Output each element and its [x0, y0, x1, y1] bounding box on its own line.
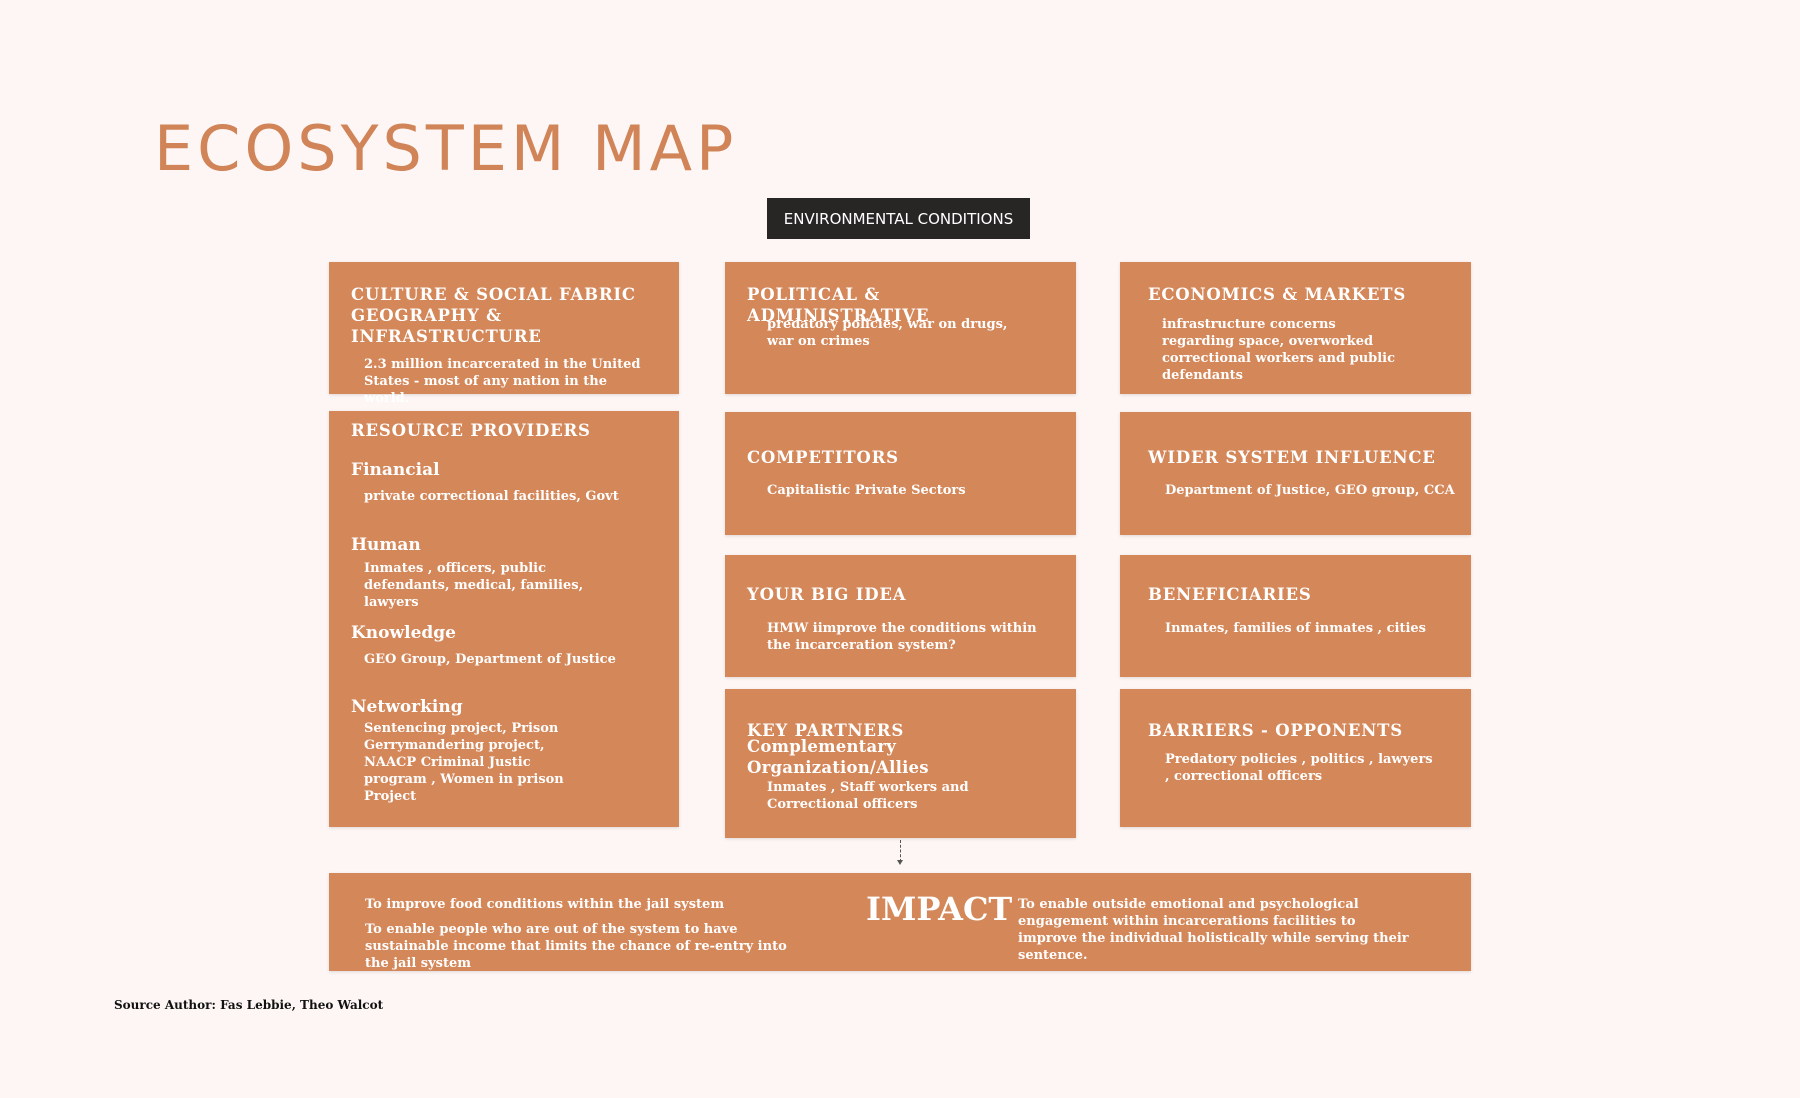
barriers-text: Predatory policies , politics , lawyers …	[1165, 752, 1433, 784]
culture-social-fabric-box: CULTURE & SOCIAL FABRIC GEOGRAPHY & INFR…	[329, 262, 679, 406]
knowledge-label: Knowledge	[351, 623, 456, 643]
competitors-box: COMPETITORS Capitalistic Private Sectors	[725, 412, 1076, 535]
beneficiaries-heading: BENEFICIARIES	[1148, 585, 1312, 604]
connector-line	[900, 840, 901, 862]
barriers-heading: BARRIERS - OPPONENTS	[1148, 721, 1403, 740]
key-partners-subheading: Complementary Organization/Allies	[747, 737, 929, 777]
networking-text: Sentencing project, Prison Gerrymanderin…	[364, 721, 564, 804]
impact-heading: IMPACT	[866, 890, 1013, 928]
beneficiaries-box: BENEFICIARIES Inmates, families of inmat…	[1120, 555, 1471, 677]
impact-box: To improve food conditions within the ja…	[329, 873, 1471, 971]
page-title: ECOSYSTEM MAP	[154, 112, 738, 185]
barriers-opponents-box: BARRIERS - OPPONENTS Predatory policies …	[1120, 689, 1471, 827]
impact-left-text-1: To improve food conditions within the ja…	[365, 897, 725, 912]
networking-label: Networking	[351, 697, 463, 717]
impact-right-text: To enable outside emotional and psycholo…	[1018, 897, 1409, 963]
culture-heading: CULTURE & SOCIAL FABRIC GEOGRAPHY & INFR…	[351, 285, 636, 346]
human-label: Human	[351, 535, 421, 555]
wider-system-influence-box: WIDER SYSTEM INFLUENCE Department of Jus…	[1120, 412, 1471, 535]
financial-text: private correctional facilities, Govt	[364, 489, 619, 504]
competitors-heading: COMPETITORS	[747, 448, 899, 467]
resource-providers-heading: RESOURCE PROVIDERS	[351, 421, 591, 440]
resource-providers-box: RESOURCE PROVIDERS Financial private cor…	[329, 411, 679, 827]
key-partners-heading: KEY PARTNERS	[747, 721, 905, 740]
economics-heading: ECONOMICS & MARKETS	[1148, 285, 1407, 304]
beneficiaries-text: Inmates, families of inmates , cities	[1165, 621, 1426, 636]
environmental-conditions-label: ENVIRONMENTAL CONDITIONS	[767, 198, 1030, 239]
political-text: predatory policies, war on drugs, war on…	[767, 317, 1008, 349]
source-author: Source Author: Fas Lebbie, Theo Walcot	[114, 998, 384, 1012]
key-partners-text: Inmates , Staff workers and Correctional…	[767, 780, 969, 812]
human-text: Inmates , officers, public defendants, m…	[364, 561, 584, 610]
culture-text: 2.3 million incarcerated in the United S…	[364, 357, 641, 406]
big-idea-heading: YOUR BIG IDEA	[747, 585, 907, 604]
political-administrative-box: POLITICAL & ADMINISTRATIVE predatory pol…	[725, 262, 1076, 394]
wider-text: Department of Justice, GEO group, CCA	[1165, 483, 1455, 498]
financial-label: Financial	[351, 460, 440, 480]
economics-text: infrastructure concerns regarding space,…	[1162, 317, 1396, 383]
economics-markets-box: ECONOMICS & MARKETS infrastructure conce…	[1120, 262, 1471, 394]
impact-left-text-2: To enable people who are out of the syst…	[365, 922, 787, 971]
big-idea-box: YOUR BIG IDEA HMW iimprove the condition…	[725, 555, 1076, 677]
wider-heading: WIDER SYSTEM INFLUENCE	[1148, 448, 1436, 467]
competitors-text: Capitalistic Private Sectors	[767, 483, 966, 498]
big-idea-text: HMW iimprove the conditions within the i…	[767, 621, 1037, 653]
political-heading: POLITICAL & ADMINISTRATIVE	[747, 285, 930, 325]
key-partners-box: KEY PARTNERS Complementary Organization/…	[725, 689, 1076, 838]
knowledge-text: GEO Group, Department of Justice	[364, 652, 616, 667]
connector-arrow	[897, 860, 903, 865]
